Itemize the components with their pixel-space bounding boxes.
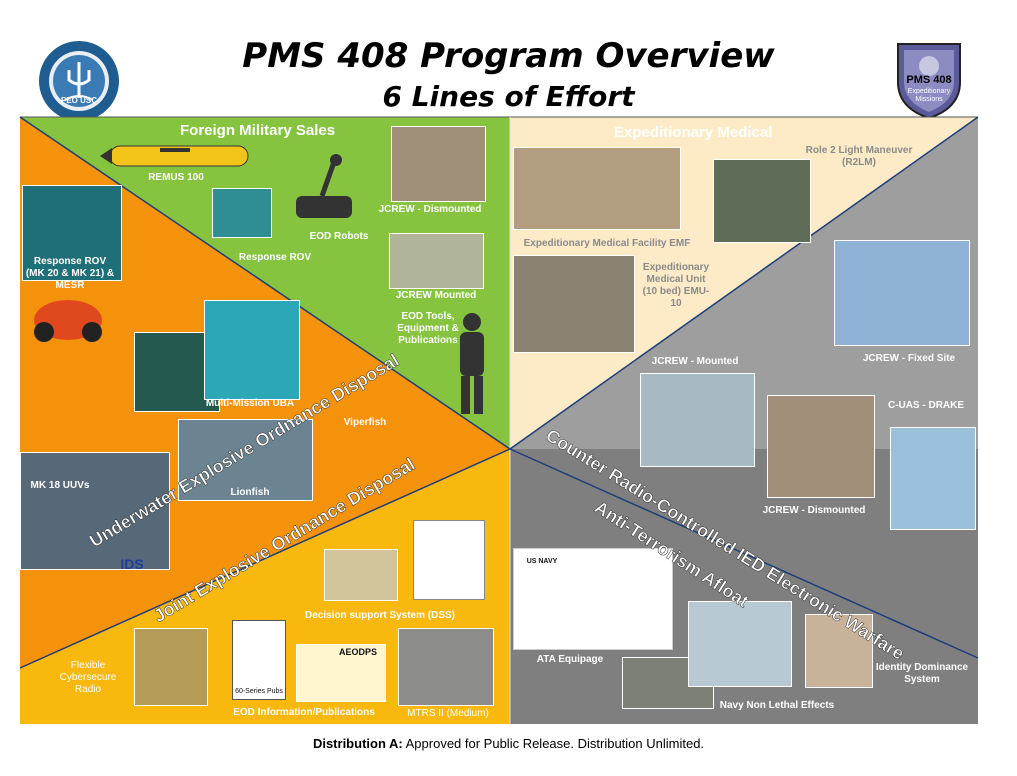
label-multi-mission-uba: Multi-Mission UBA xyxy=(205,398,295,409)
page-subtitle: 6 Lines of Effort xyxy=(382,80,635,113)
response-rov-top-photo xyxy=(212,188,272,238)
pms-408-logo-sub: Expeditionary Missions xyxy=(907,88,951,103)
remus-100-image xyxy=(100,145,249,167)
label-dss: Decision support System (DSS) xyxy=(304,610,456,621)
label-ids: IDS xyxy=(120,556,144,572)
r2lm-photo xyxy=(713,159,811,243)
response-rov-left-photo xyxy=(22,185,122,281)
label-viperfish: Viperfish xyxy=(343,417,387,428)
emf-photo xyxy=(513,147,681,230)
distribution-text: Approved for Public Release. Distributio… xyxy=(402,736,705,751)
dss-screen-photo xyxy=(413,520,485,600)
label-us-navy: US NAVY xyxy=(526,558,558,565)
eod-bomb-suit-image xyxy=(452,312,492,416)
page-title: PMS 408 Program Overview xyxy=(242,36,775,76)
flexible-radio-photo xyxy=(134,628,208,706)
label-jcrew-mounted-top: JCREW Mounted xyxy=(395,290,477,301)
label-identity-dominance: Identity Dominance System xyxy=(875,662,969,685)
jcrew-dismounted-right-photo xyxy=(767,395,875,498)
label-r2lm: Role 2 Light Maneuver (R2LM) xyxy=(805,145,913,168)
label-cuas-drake: C-UAS - DRAKE xyxy=(887,400,965,411)
aeodps-photo xyxy=(296,644,386,702)
mesr-image xyxy=(26,288,110,352)
peo-usc-logo: PEO USC xyxy=(38,40,120,122)
lionfish-photo xyxy=(178,419,313,501)
pubs-photo xyxy=(232,620,286,700)
label-emu: Expeditionary Medical Unit (10 bed) EMU-… xyxy=(642,262,710,309)
section-expeditionary-medical: Expeditionary Medical xyxy=(614,124,773,141)
distribution-label: Distribution A: xyxy=(312,736,403,751)
label-eod-tools: EOD Tools, Equipment & Publications xyxy=(397,311,459,346)
identity-dominance-photo xyxy=(805,614,873,688)
label-pubs: 60-Series Pubs xyxy=(235,688,283,695)
label-response-rov-left: Response ROV (MK 20 & MK 21) & MESR xyxy=(25,256,115,291)
mk18-photo xyxy=(20,452,170,570)
eod-robot-photo xyxy=(292,150,356,224)
dss-map-photo xyxy=(324,549,398,601)
emu-photo xyxy=(513,255,635,353)
distribution-statement: Distribution A: Approved for Public Rele… xyxy=(0,736,1017,751)
label-lionfish: Lionfish xyxy=(230,487,270,498)
diver-photo-2 xyxy=(204,300,300,400)
label-aeodps: AEODPS xyxy=(338,647,377,657)
ata-equipage-photo xyxy=(513,548,673,650)
mtrs-photo xyxy=(398,628,494,706)
label-mtrs: MTRS II (Medium) xyxy=(407,708,489,719)
label-mk18: MK 18 UUVs xyxy=(30,480,90,491)
label-emf: Expeditionary Medical Facility EMF xyxy=(523,238,691,249)
label-response-rov-top: Response ROV xyxy=(238,252,312,263)
jcrew-fixed-photo xyxy=(834,240,970,346)
navy-nle-photo-2 xyxy=(688,601,792,687)
label-remus-100: REMUS 100 xyxy=(148,172,204,183)
label-navy-nle: Navy Non Lethal Effects xyxy=(719,700,835,711)
label-jcrew-dismounted-right: JCREW - Dismounted xyxy=(762,505,866,516)
label-jcrew-dismounted-top: JCREW - Dismounted xyxy=(378,204,482,215)
pms-408-logo-title: PMS 408 xyxy=(906,74,952,86)
label-eod-information: EOD Information/Publications xyxy=(233,707,375,718)
jcrew-dismounted-top-photo xyxy=(391,126,486,202)
jcrew-mounted-top-photo xyxy=(389,233,484,289)
jcrew-mounted-right-photo xyxy=(640,373,755,467)
peo-usc-logo-text: PEO USC xyxy=(60,96,97,105)
label-jcrew-fixed: JCREW - Fixed Site xyxy=(862,353,956,364)
label-jcrew-mounted-right: JCREW - Mounted xyxy=(651,356,739,367)
cuas-drake-photo xyxy=(890,427,976,530)
section-foreign-military-sales: Foreign Military Sales xyxy=(180,122,336,139)
label-flexible-radio: Flexible Cybersecure Radio xyxy=(59,660,117,695)
label-eod-robots: EOD Robots xyxy=(309,231,369,242)
label-ata-equipage: ATA Equipage xyxy=(536,654,604,665)
